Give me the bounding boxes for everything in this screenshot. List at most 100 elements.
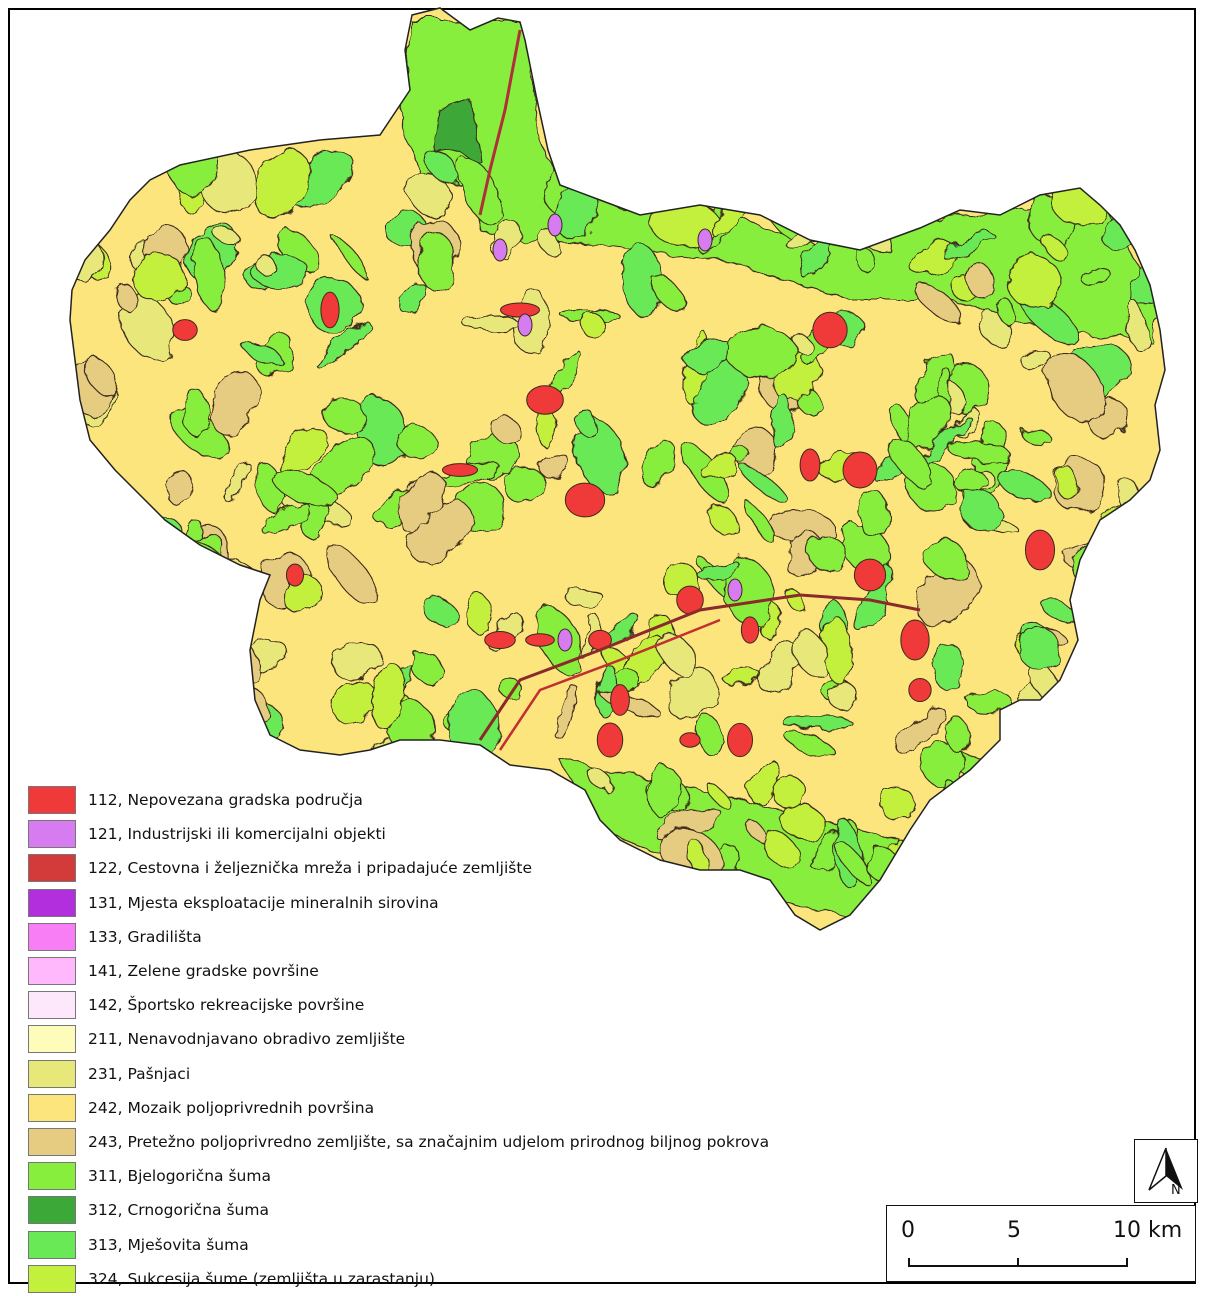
- land-cover-patch: [316, 322, 372, 369]
- land-cover-patch: [416, 231, 457, 293]
- land-cover-patch: [255, 254, 278, 278]
- land-cover-patch: [1006, 770, 1036, 799]
- land-cover-patch: [1101, 843, 1155, 897]
- land-cover-patch: [667, 669, 718, 721]
- land-cover-patch: [87, 684, 151, 716]
- urban-area: [285, 563, 305, 587]
- land-cover-patch: [104, 721, 135, 757]
- land-cover-patch: [1059, 720, 1121, 769]
- land-cover-patch: [888, 435, 933, 488]
- land-cover-patch: [964, 261, 994, 299]
- land-cover-patch: [503, 466, 547, 505]
- land-cover-patch: [99, 719, 143, 752]
- urban-area: [499, 302, 541, 318]
- land-cover-patch: [1072, 697, 1112, 756]
- urban-area: [853, 558, 887, 592]
- region-boundary: [69, 7, 1166, 931]
- road-line: [478, 29, 522, 216]
- land-cover-patch: [746, 503, 777, 547]
- land-cover-patch: [943, 796, 1004, 865]
- land-cover-patch: [931, 643, 967, 692]
- land-cover-patch: [915, 283, 960, 321]
- legend-item: 141, Zelene gradske površine: [28, 954, 769, 988]
- urban-area: [740, 616, 760, 644]
- land-cover-patch: [580, 139, 630, 183]
- urban-area: [526, 385, 564, 415]
- land-cover-patch: [396, 426, 439, 460]
- legend-item: 311, Bjelogorična šuma: [28, 1159, 769, 1193]
- land-cover-patch: [321, 397, 367, 433]
- land-cover-patch: [640, 439, 677, 489]
- land-cover-patch: [959, 489, 1002, 531]
- land-cover-patch: [1109, 599, 1149, 634]
- scale-label-0: 0: [901, 1218, 915, 1243]
- land-cover-patch: [761, 831, 799, 867]
- land-cover-patch: [113, 281, 138, 313]
- land-cover-patch: [699, 454, 739, 480]
- urban-area: [726, 722, 754, 758]
- legend-label: 243, Pretežno poljoprivredno zemljište, …: [88, 1132, 770, 1151]
- legend-item: 324, Sukcesija šume (zemljišta u zarasta…: [28, 1262, 769, 1296]
- industrial-area: [557, 628, 573, 652]
- land-cover-patch: [878, 786, 917, 822]
- land-cover-patch: [1125, 299, 1148, 352]
- land-cover-patch: [849, 143, 915, 208]
- legend-label: 131, Mjesta eksploatacije mineralnih sir…: [88, 893, 439, 912]
- land-cover-patch: [164, 735, 235, 766]
- land-cover-patch: [1114, 167, 1154, 201]
- land-cover-patch: [721, 142, 777, 204]
- land-cover-patch: [1039, 729, 1071, 765]
- land-cover-patch: [847, 212, 898, 238]
- land-cover-patch: [722, 555, 775, 629]
- land-cover-patch: [782, 586, 805, 611]
- land-cover-patch: [538, 452, 571, 478]
- scale-label-5: 5: [1007, 1218, 1021, 1243]
- land-cover-patch: [947, 440, 1012, 463]
- land-cover-patch: [1054, 465, 1080, 502]
- railway-line: [478, 593, 921, 741]
- legend-label: 311, Bjelogorična šuma: [88, 1167, 271, 1186]
- land-cover-patch: [408, 501, 473, 563]
- land-cover-patch: [457, 157, 503, 226]
- land-cover-patch: [1081, 702, 1131, 722]
- land-cover-patch: [409, 649, 444, 685]
- legend-item: 122, Cestovna i željeznička mreža i prip…: [28, 851, 769, 885]
- legend-item: 242, Mozaik poljoprivrednih površina: [28, 1091, 769, 1125]
- land-cover-patch: [739, 465, 788, 502]
- land-cover-patch: [565, 588, 604, 608]
- land-cover-patch: [149, 561, 194, 607]
- land-cover-patch: [325, 543, 378, 607]
- land-cover-patch: [155, 536, 182, 564]
- land-cover-patch: [968, 690, 1010, 714]
- land-cover-patch: [879, 136, 937, 203]
- urban-area: [484, 630, 516, 650]
- legend-item: 313, Mješovita šuma: [28, 1227, 769, 1261]
- land-cover-patch: [587, 766, 611, 791]
- land-cover-patch: [965, 866, 1010, 907]
- land-cover-patch: [491, 415, 521, 445]
- land-cover-patch: [1007, 255, 1062, 310]
- land-cover-patch: [798, 389, 822, 415]
- land-cover-patch: [949, 844, 982, 873]
- land-cover-patch: [806, 534, 847, 571]
- legend-swatch: [28, 888, 76, 917]
- land-cover-patch: [556, 684, 578, 741]
- urban-area: [172, 319, 198, 341]
- urban-area: [679, 732, 701, 748]
- legend-label: 122, Cestovna i željeznička mreža i prip…: [88, 859, 532, 878]
- legend-item: 243, Pretežno poljoprivredno zemljište, …: [28, 1125, 769, 1159]
- land-cover-patch: [942, 778, 965, 827]
- land-cover-patch: [581, 310, 606, 341]
- land-cover-patch: [574, 409, 597, 435]
- land-cover-patch: [857, 489, 890, 538]
- land-cover-patch: [1112, 822, 1133, 868]
- legend-swatch: [28, 1059, 76, 1088]
- land-cover-patch: [725, 327, 798, 379]
- land-cover-patch: [423, 597, 457, 627]
- scale-ruler: [908, 1258, 1128, 1267]
- legend-item: 112, Nepovezana gradska područja: [28, 783, 769, 817]
- land-cover-patch: [693, 143, 739, 195]
- land-cover-patch: [84, 356, 119, 397]
- land-cover-patch: [332, 640, 382, 681]
- legend-label: 312, Crnogorična šuma: [88, 1201, 269, 1220]
